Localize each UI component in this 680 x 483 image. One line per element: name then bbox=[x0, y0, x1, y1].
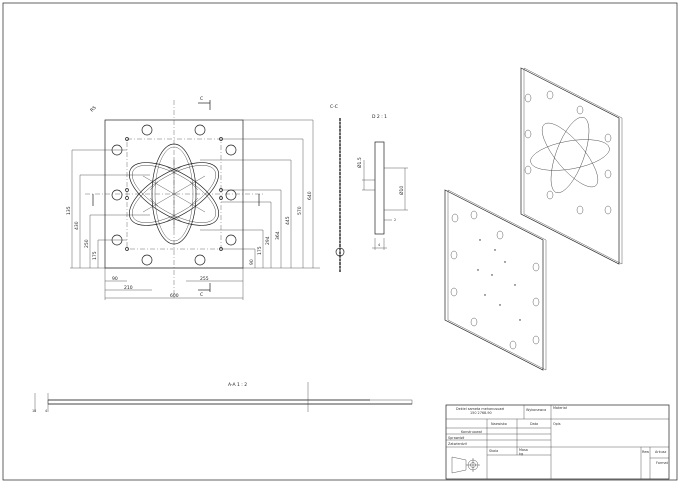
dim-label: 294 bbox=[265, 236, 271, 245]
dim-label: 2 bbox=[394, 218, 396, 222]
section-aa-view: A-A 1 : 2 10 4 bbox=[32, 382, 413, 413]
chamfer-label: R5 bbox=[89, 105, 98, 114]
designed-by-label: Konstruował bbox=[461, 430, 482, 434]
dim-label: 135 bbox=[66, 206, 72, 215]
dim-label: 600 bbox=[170, 293, 179, 299]
dimension-labels: 135 430 250 175 640 570 445 364 294 175 … bbox=[66, 96, 313, 299]
dim-label: 10 bbox=[32, 409, 36, 413]
atom-channel-pattern bbox=[128, 143, 220, 245]
isometric-view-back bbox=[444, 189, 547, 371]
dim-label: 210 bbox=[124, 285, 133, 291]
dim-label: Ø10 bbox=[398, 186, 405, 195]
dim-label: 445 bbox=[285, 216, 291, 225]
detail-d-marker bbox=[335, 247, 345, 257]
dim-label: 90 bbox=[112, 276, 118, 282]
section-arrows bbox=[92, 100, 260, 292]
dim-label: 4 bbox=[378, 243, 380, 247]
dim-label: 4 bbox=[45, 409, 47, 413]
dim-label: 90 bbox=[249, 259, 255, 265]
checked-by-label: Sprawdził bbox=[448, 436, 464, 440]
mass-label: Masa bbox=[519, 448, 528, 452]
sheet-label: Arkusz bbox=[655, 450, 666, 454]
dim-label: 250 bbox=[84, 239, 90, 248]
mass-unit: kg bbox=[519, 452, 523, 456]
format-label: Format bbox=[656, 461, 669, 465]
name-column-header: Nazwisko bbox=[491, 422, 507, 426]
dimension-lines bbox=[70, 119, 320, 300]
dim-label: 640 bbox=[307, 191, 313, 200]
dim-label: 175 bbox=[257, 246, 263, 255]
revision-label: Rew bbox=[642, 450, 649, 454]
section-aa-label: A-A 1 : 2 bbox=[228, 382, 247, 388]
description-label: Opis bbox=[553, 422, 561, 426]
projection-symbol-icon bbox=[451, 456, 480, 474]
section-mark-top: C bbox=[200, 96, 203, 102]
detail-d-label: D 2 : 1 bbox=[372, 114, 387, 120]
section-cc-view: C-C bbox=[330, 104, 345, 272]
dim-label: 570 bbox=[297, 206, 303, 215]
approved-by-label: Zatwierdził bbox=[448, 442, 467, 446]
dim-label: 255 bbox=[200, 276, 209, 282]
date-column-header: Data bbox=[530, 422, 538, 426]
author-line-1: Dekiel sameta mehanusuaei bbox=[456, 407, 504, 411]
scale-label: Skala bbox=[489, 449, 498, 453]
company-label: Wykonawca bbox=[526, 408, 546, 412]
section-mark-bottom: C bbox=[200, 292, 203, 298]
dim-label: Ø1.5 bbox=[356, 157, 363, 168]
material-label: Materiał bbox=[553, 406, 567, 410]
section-cc-label: C-C bbox=[330, 104, 338, 110]
author-line-2: 150 2768-90 bbox=[470, 411, 492, 415]
dim-label: 364 bbox=[275, 231, 281, 240]
title-block: Dekiel sameta mehanusuaei 150 2768-90 Wy… bbox=[445, 404, 670, 480]
dim-label: 175 bbox=[92, 251, 98, 260]
dim-label: 430 bbox=[74, 221, 80, 230]
detail-d-view: D 2 : 1 Ø1.5 Ø10 2 4 bbox=[356, 114, 408, 250]
isometric-view-front bbox=[520, 67, 623, 265]
front-view: 135 430 250 175 640 570 445 364 294 175 … bbox=[66, 96, 320, 300]
